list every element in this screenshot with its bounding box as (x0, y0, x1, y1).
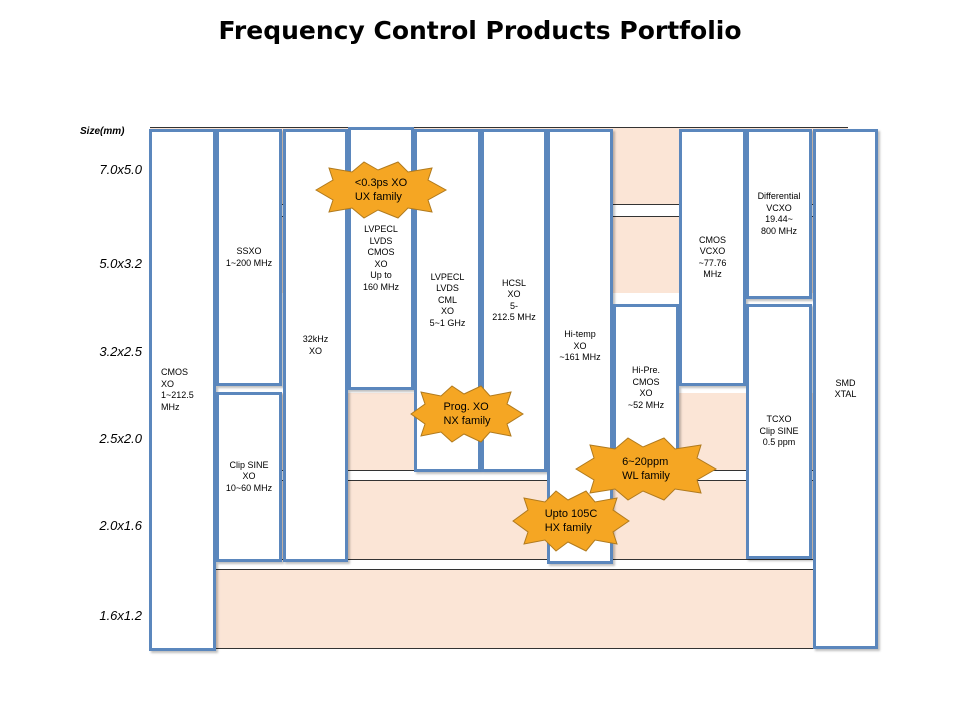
product-label: TCXO Clip SINE 0.5 ppm (759, 414, 799, 448)
product-label: SMD XTAL (834, 377, 857, 400)
product-label: Hi-Pre. CMOS XO ~52 MHz (627, 365, 665, 410)
product-cmos-xo: CMOS XO 1~212.5 MHz (149, 129, 216, 651)
product-label: Clip SINE XO 10~60 MHz (225, 459, 273, 493)
family-badge-wl: 6~20ppm WL family (575, 437, 717, 501)
product-label: LVPECL LVDS CML XO 5~1 GHz (429, 271, 466, 328)
product-clip-sine-xo: Clip SINE XO 10~60 MHz (216, 392, 282, 562)
family-label: Upto 105C HX family (544, 508, 598, 534)
size-axis-header: Size(mm) (80, 126, 125, 137)
starburst-shape (512, 490, 630, 552)
product-label: 32kHz XO (302, 334, 329, 356)
product-ssxo: SSXO 1~200 MHz (216, 129, 282, 386)
grid-line (150, 559, 848, 560)
grid-line (150, 127, 848, 128)
size-label-2-5x2: 2.5x2.0 (99, 431, 142, 446)
starburst-shape (315, 161, 448, 219)
product-differential-vcxo: Differential VCXO 19.44~ 800 MHz (746, 129, 812, 299)
page-title: Frequency Control Products Portfolio (218, 16, 742, 45)
product-smd-xtal: SMD XTAL (813, 129, 878, 649)
product-label: SSXO 1~200 MHz (225, 246, 273, 268)
family-badge-nx: Prog. XO NX family (410, 385, 524, 443)
size-label-3-2x2-5: 3.2x2.5 (99, 344, 142, 359)
product-label: LVPECL LVDS CMOS XO Up to 160 MHz (362, 224, 399, 292)
size-label-5x3-2: 5.0x3.2 (99, 256, 142, 271)
product-cmos-vcxo: CMOS VCXO ~77.76 MHz (679, 129, 746, 386)
product-label: CMOS VCXO ~77.76 MHz (698, 234, 727, 280)
band-1-6x1-2 (150, 570, 848, 648)
size-label-2x1-6: 2.0x1.6 (99, 518, 142, 533)
product-label: HCSL XO 5- 212.5 MHz (492, 277, 536, 323)
family-badge-hx: Upto 105C HX family (512, 490, 630, 552)
family-label: Prog. XO NX family (443, 401, 491, 427)
size-label-7x5: 7.0x5.0 (99, 162, 142, 177)
starburst-shape (410, 385, 524, 443)
grid-line (150, 569, 848, 570)
product-tcxo: TCXO Clip SINE 0.5 ppm (746, 304, 812, 559)
family-label: 6~20ppm WL family (622, 456, 670, 482)
product-label: Hi-temp XO ~161 MHz (559, 329, 601, 363)
starburst-shape (575, 437, 717, 501)
product-label: CMOS XO 1~212.5 MHz (161, 367, 194, 412)
grid-line (150, 480, 848, 481)
family-badge-ux: <0.3ps XO UX family (315, 161, 448, 219)
grid-line (150, 648, 848, 649)
family-label: <0.3ps XO UX family (354, 177, 408, 203)
product-label: Differential VCXO 19.44~ 800 MHz (757, 191, 801, 236)
size-label-1-6x1-2: 1.6x1.2 (99, 608, 142, 623)
